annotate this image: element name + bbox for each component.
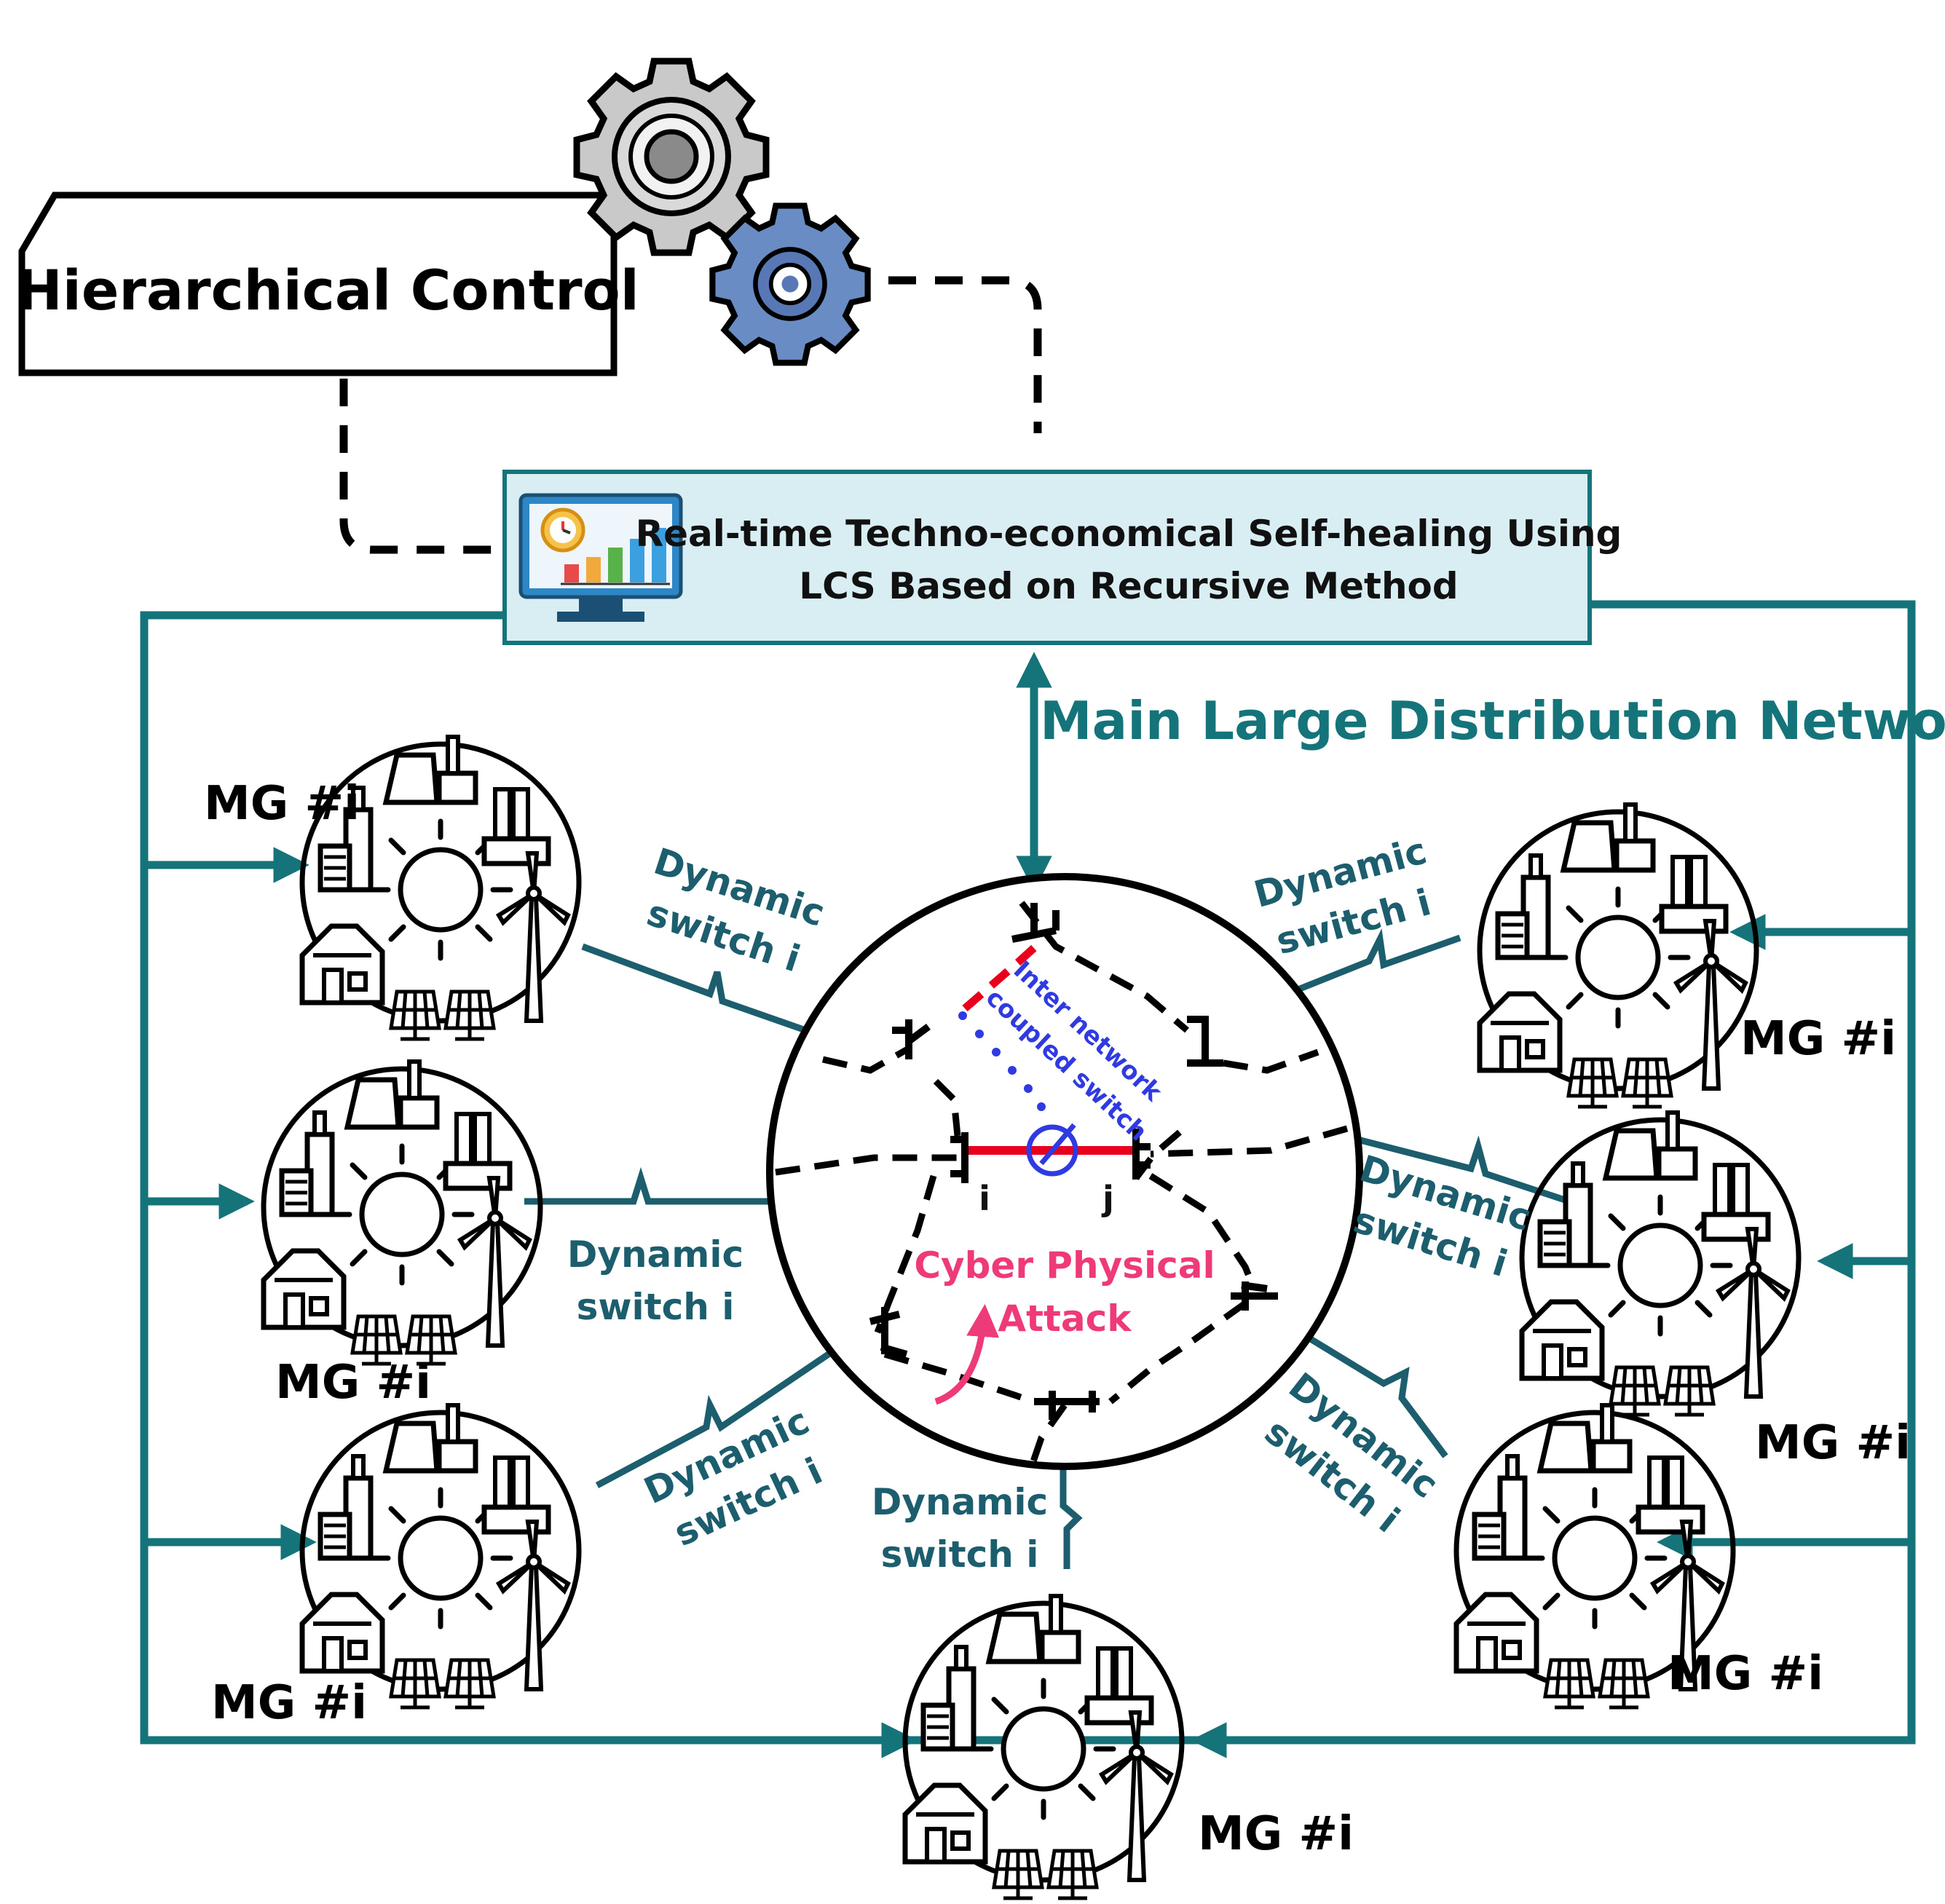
mg-label: MG #i xyxy=(211,1676,367,1730)
hierarchical-control-box: Hierarchical Control xyxy=(16,191,639,376)
inter-network-switch xyxy=(958,943,1132,1177)
microgrid-icon xyxy=(302,1405,579,1707)
mg-label: MG #i xyxy=(1668,1647,1823,1701)
central-network: Inter network coupled switch i j Cyber P… xyxy=(766,873,1363,1470)
cyber-attack-line1: Cyber Physical xyxy=(914,1244,1215,1287)
microgrid-icon xyxy=(264,1062,540,1364)
main-network-label: Main Large Distribution Network xyxy=(1040,690,1945,751)
node-i-label: i xyxy=(979,1179,990,1218)
gear-icon xyxy=(577,61,766,253)
self-healing-line1: Real-time Techno-economical Self-healing… xyxy=(636,513,1622,555)
hierarchical-control-label: Hierarchical Control xyxy=(16,258,639,323)
control-dashed-links xyxy=(339,276,1042,554)
cyber-attack-line2: Attack xyxy=(998,1297,1132,1340)
microgrid-icon xyxy=(1522,1113,1799,1415)
self-healing-line2: LCS Based on Recursive Method xyxy=(799,565,1458,607)
small-gear-icon xyxy=(712,206,867,363)
mg-label: MG #i xyxy=(275,1356,431,1410)
switch-icon xyxy=(869,903,1278,1420)
dynamic-switch-label-2a: Dynamic xyxy=(567,1233,743,1276)
mg-label: MG #i xyxy=(1755,1416,1911,1470)
dynamic-switch-label-2b: switch i xyxy=(577,1286,735,1328)
microgrid-icon xyxy=(1480,805,1756,1107)
self-healing-panel: Real-time Techno-economical Self-healing… xyxy=(502,470,1622,645)
dynamic-switch-lines xyxy=(524,928,1571,1569)
node-j-label: j xyxy=(1101,1179,1114,1218)
attack-arrow-icon xyxy=(934,1304,1000,1405)
dynamic-switch-label-4a: Dynamic xyxy=(872,1481,1048,1523)
dynamic-switch-label-4b: switch i xyxy=(881,1533,1039,1576)
mg-label: MG #i xyxy=(204,777,360,831)
mg-label: MG #i xyxy=(1198,1807,1354,1861)
microgrid-icon xyxy=(905,1596,1182,1898)
mg-label: MG #i xyxy=(1740,1012,1896,1066)
